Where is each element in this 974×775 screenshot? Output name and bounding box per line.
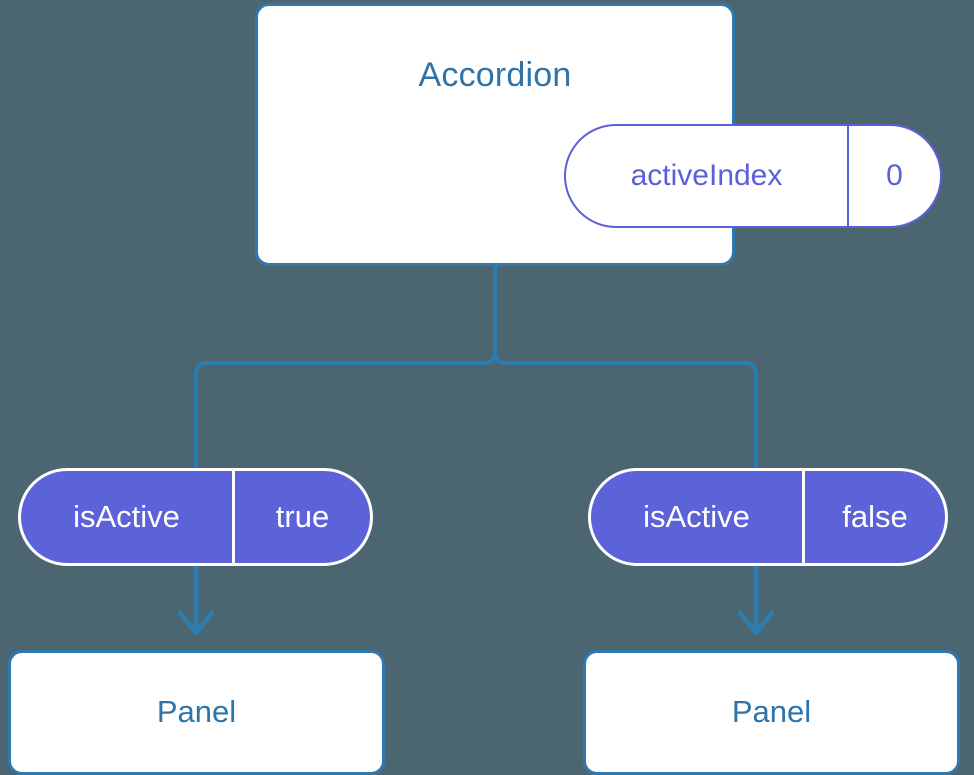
prop-pill-isactive-false[interactable]: isActive false [588,468,948,566]
panel-card-right[interactable]: Panel [583,650,960,775]
prop-pill-activeindex[interactable]: activeIndex 0 [564,124,942,228]
prop-value-label: 0 [886,159,903,192]
prop-key-label: isActive [591,471,805,563]
panel-title: Panel [731,693,812,729]
prop-value-label: false [842,499,908,534]
root-component-title: Accordion [418,56,572,94]
arrow-head-right-icon [737,610,775,636]
connector-root-split-left [194,350,497,470]
panel-card-left[interactable]: Panel [8,650,385,775]
root-component-card[interactable]: Accordion activeIndex 0 [255,3,942,266]
prop-key-label: isActive [21,471,235,563]
arrow-head-left-icon [177,610,215,636]
prop-pill-isactive-true[interactable]: isActive true [18,468,373,566]
prop-key-label: activeIndex [566,126,849,226]
panel-title: Panel [156,693,237,729]
prop-value-label: true [275,499,330,534]
connector-root-split [493,264,758,470]
